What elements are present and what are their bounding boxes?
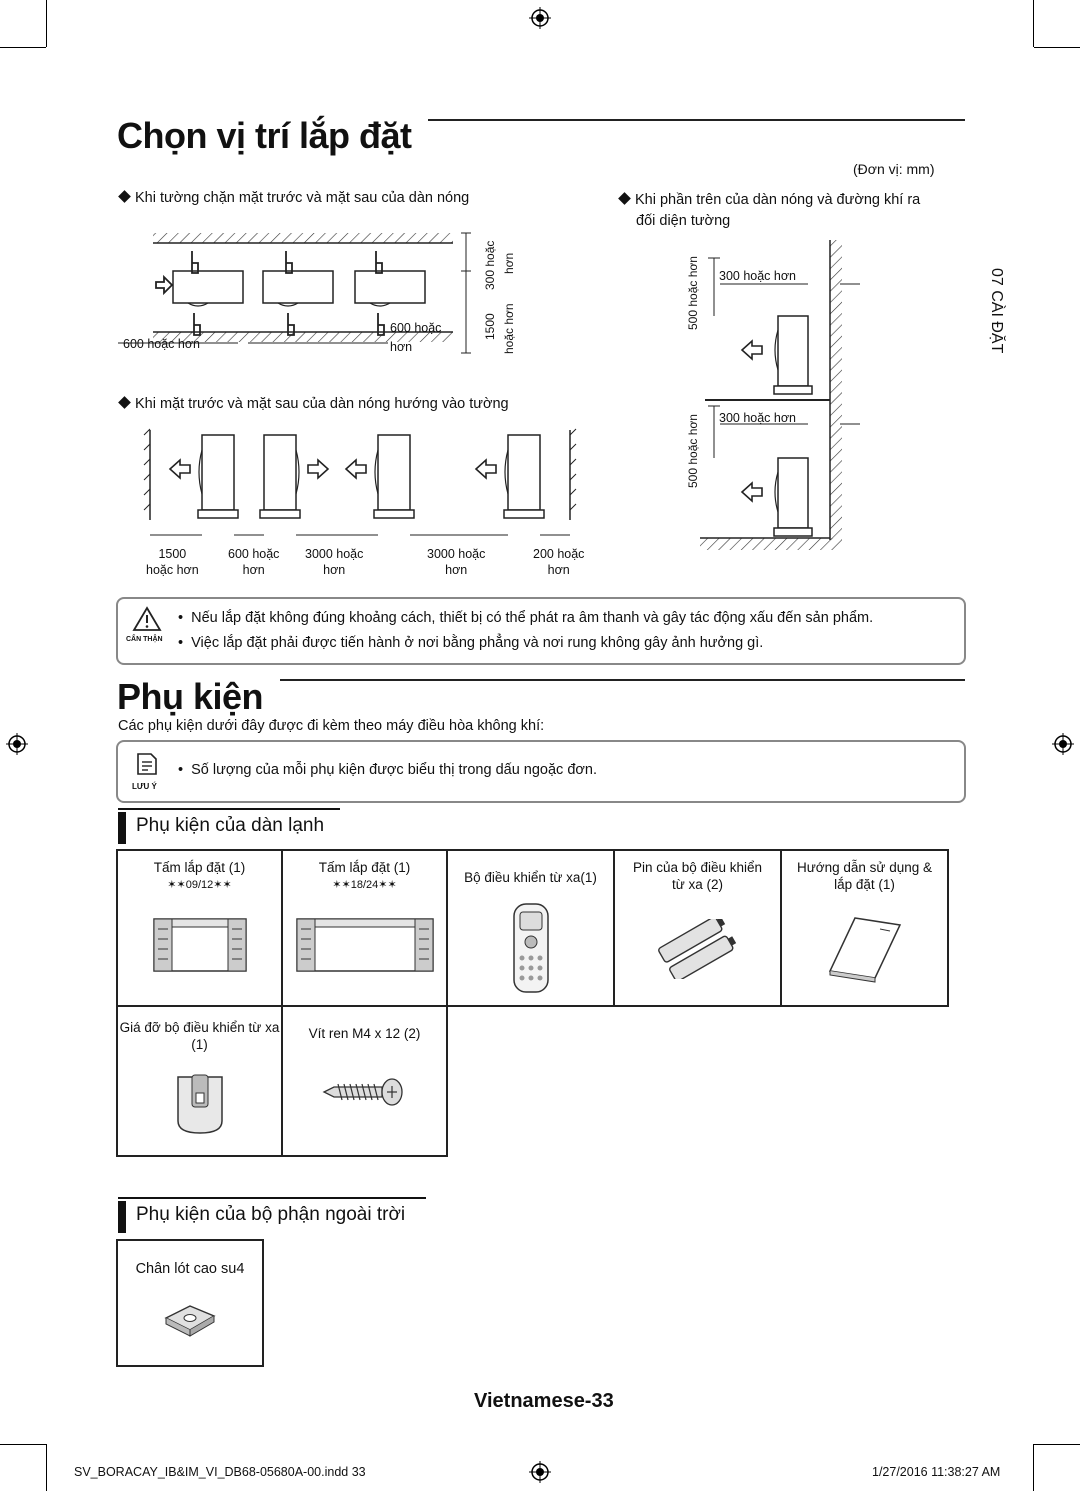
section-title-accessories: Phụ kiện xyxy=(117,676,264,717)
crop-mark xyxy=(1034,47,1080,48)
diagram-walls-front-back xyxy=(118,232,471,354)
crop-mark xyxy=(1033,1444,1034,1491)
crop-mark xyxy=(1034,1444,1080,1445)
case-c-heading: Khi phần trên của dàn nóng và đường khí … xyxy=(618,190,920,232)
unit-note: (Đơn vị: mm) xyxy=(853,161,935,177)
dim-c-side-top: 500 hoặc hơn xyxy=(686,256,700,330)
diagram-units-facing-walls xyxy=(143,428,577,536)
registration-mark-icon xyxy=(6,733,28,755)
side-chapter-tab: 07 CÀI ĐẶT xyxy=(988,268,1005,354)
rubber-foot-icon xyxy=(164,1305,216,1337)
dim-left-gap: 600 hoặc hơn xyxy=(123,337,201,351)
accessory-cell: Bộ điều khiển từ xa(1) xyxy=(446,849,615,1007)
caution-item: • Nếu lắp đặt không đúng khoảng cách, th… xyxy=(178,610,874,626)
dim-mid-gap-1: 600 hoặc xyxy=(390,321,442,335)
caution-label: CẨN THẬN xyxy=(126,636,163,643)
note-icon xyxy=(137,753,157,775)
dim-c-side-bottom: 500 hoặc hơn xyxy=(686,414,700,488)
dim-mid-gap-2: hơn xyxy=(390,340,413,354)
mounting-plate-large-icon xyxy=(295,918,434,972)
diagram-top-and-outlet-facing-wall xyxy=(700,240,860,550)
dim-height-2: hoặc hơn xyxy=(502,303,516,354)
diamond-bullet-icon xyxy=(118,396,131,409)
crop-mark xyxy=(46,0,47,47)
accessory-cell: Hướng dẫn sử dụng & lắp đặt (1) xyxy=(780,849,949,1007)
dim-c-gap-bottom: 300 hoặc hơn xyxy=(719,411,797,425)
registration-mark-icon xyxy=(1052,733,1074,755)
remote-holder-icon xyxy=(176,1074,223,1134)
outdoor-accessories-table: Chân lót cao su4 xyxy=(116,1239,264,1367)
crop-mark xyxy=(0,1444,46,1445)
caution-item: • Việc lắp đặt phải được tiến hành ở nơi… xyxy=(178,635,764,651)
case-b-heading: Khi mặt trước và mặt sau của dàn nóng hư… xyxy=(118,396,509,412)
diamond-bullet-icon xyxy=(118,190,131,203)
crop-mark xyxy=(0,47,46,48)
screw-icon xyxy=(322,1078,403,1106)
accessories-intro: Các phụ kiện dưới đây được đi kèm theo m… xyxy=(118,718,545,734)
accessory-cell: Vít ren M4 x 12 (2) xyxy=(281,1005,448,1157)
footer-timestamp: 1/27/2016 11:38:27 AM xyxy=(872,1465,1001,1479)
outdoor-accessories-heading: Phụ kiện của bộ phận ngoài trời xyxy=(118,1197,426,1233)
title-rule xyxy=(280,679,965,681)
remote-control-icon xyxy=(512,903,549,993)
battery-icon xyxy=(657,919,736,979)
mounting-plate-small-icon xyxy=(152,918,247,972)
note-text: • Số lượng của mỗi phụ kiện được biểu th… xyxy=(178,762,597,778)
dim-height-1: 1500 xyxy=(483,313,497,340)
indoor-accessories-heading: Phụ kiện của dàn lạnh xyxy=(118,808,340,844)
warning-triangle-icon xyxy=(132,606,162,631)
page-number: Vietnamese-33 xyxy=(474,1390,614,1412)
accessory-cell: Giá đỡ bộ điều khiển từ xa (1) xyxy=(116,1005,283,1157)
crop-mark xyxy=(46,1444,47,1491)
indoor-accessories-table: Tấm lắp đặt (1) ✶✶09/12✶✶ Tấm lắp đặt (1… xyxy=(116,849,949,1157)
dim-top-gap-1: 300 hoặc xyxy=(483,240,497,290)
title-rule xyxy=(428,119,965,121)
diamond-bullet-icon xyxy=(618,192,631,205)
case-a-heading: Khi tường chặn mặt trước và mặt sau của … xyxy=(118,190,469,206)
accessory-cell: Chân lót cao su4 xyxy=(116,1239,264,1367)
registration-mark-icon xyxy=(529,7,551,29)
registration-mark-icon xyxy=(529,1461,551,1483)
accessory-cell: Tấm lắp đặt (1) ✶✶09/12✶✶ xyxy=(116,849,283,1007)
accessory-cell: Pin của bộ điều khiển từ xa (2) xyxy=(613,849,782,1007)
manual-book-icon xyxy=(828,917,901,983)
accessory-cell: Tấm lắp đặt (1) ✶✶18/24✶✶ xyxy=(281,849,448,1007)
note-label: LƯU Ý xyxy=(132,782,157,791)
caution-box: CẨN THẬN • Nếu lắp đặt không đúng khoảng… xyxy=(116,597,966,665)
section-title-installation-location: Chọn vị trí lắp đặt xyxy=(117,115,412,156)
dim-top-gap-2: hơn xyxy=(502,252,516,274)
dim-c-gap-top: 300 hoặc hơn xyxy=(719,269,797,283)
footer-file-name: SV_BORACAY_IB&IM_VI_DB68-05680A-00.indd … xyxy=(74,1465,366,1479)
note-box: LƯU Ý • Số lượng của mỗi phụ kiện được b… xyxy=(116,740,966,803)
crop-mark xyxy=(1033,0,1034,47)
